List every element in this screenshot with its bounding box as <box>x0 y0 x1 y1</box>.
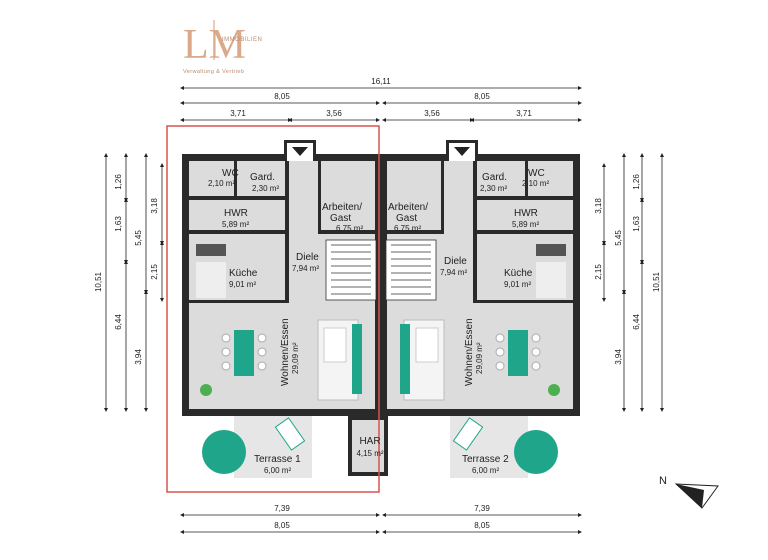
room-kueche-area: 9,01 m² <box>229 280 256 289</box>
room-wohnen-area-right: 29,09 m² <box>475 342 484 374</box>
room-arbeiten-name-1-right: Arbeiten/ <box>388 202 428 213</box>
dining-table-left <box>221 330 267 376</box>
dim-bottom-1-left: 7,39 <box>274 504 290 513</box>
dim-left-total: 10,51 <box>94 271 103 292</box>
dim-right-e: 2,15 <box>594 264 603 280</box>
compass-arrow-icon <box>674 483 719 509</box>
room-hwr-name: HWR <box>224 208 248 219</box>
room-terrasse1-name: Terrasse 1 <box>254 454 301 465</box>
dim-right-a: 1,26 <box>632 174 641 190</box>
dim-left-c: 5,45 <box>134 230 143 246</box>
stairs-left <box>325 239 377 301</box>
dim-left-e: 2,15 <box>150 264 159 280</box>
sofa-left <box>317 319 362 401</box>
room-diele-area-right: 7,94 m² <box>440 268 467 277</box>
room-labels-right: WC 2,10 m² Gard. 2,30 m² Arbeiten/ Gast … <box>388 168 549 475</box>
room-wc-name: WC <box>222 168 239 179</box>
room-arbeiten-area: 6,75 m² <box>336 224 363 233</box>
room-arbeiten-name-1: Arbeiten/ <box>322 202 362 213</box>
building <box>182 140 580 416</box>
logo-tagline: Verwaltung & Vertrieb <box>183 69 244 75</box>
plant-right <box>548 384 560 396</box>
room-wohnen-area: 29,09 m² <box>291 342 300 374</box>
dim-top-half-left: 8,05 <box>274 92 290 101</box>
room-gard-area: 2,30 m² <box>252 184 279 193</box>
room-wc-name-right: WC <box>528 168 545 179</box>
plant-left <box>200 384 212 396</box>
top-dimensions: 16,11 8,05 8,05 3,71 3,56 3,56 3,71 <box>180 77 582 122</box>
compass-label: N <box>659 475 667 487</box>
terrace-left <box>202 416 312 478</box>
room-gard-name-right: Gard. <box>482 172 507 183</box>
dim-top-seg-1: 3,71 <box>230 109 246 118</box>
dim-bottom-1-right: 7,39 <box>474 504 490 513</box>
room-kueche-name-right: Küche <box>504 268 533 279</box>
room-terrasse1-area: 6,00 m² <box>264 466 291 475</box>
room-hwr-area: 5,89 m² <box>222 220 249 229</box>
dim-top-half-right: 8,05 <box>474 92 490 101</box>
room-kueche-area-right: 9,01 m² <box>504 280 531 289</box>
room-gard-area-right: 2,30 m² <box>480 184 507 193</box>
sofa-right <box>400 319 445 401</box>
dim-right-total: 10,51 <box>652 271 661 292</box>
dim-top-total: 16,11 <box>371 77 391 86</box>
right-dimensions: 3,18 2,15 5,45 3,94 1,26 1,63 6,44 10,51 <box>594 153 664 412</box>
dining-table-right <box>495 330 541 376</box>
dim-left-a: 1,26 <box>114 174 123 190</box>
room-wohnen-name: Wohnen/Essen <box>280 318 291 386</box>
dim-right-g: 3,94 <box>614 349 623 365</box>
compass: N <box>659 475 719 509</box>
room-wc-area: 2,10 m² <box>208 179 235 188</box>
room-labels-left: WC 2,10 m² Gard. 2,30 m² Arbeiten/ Gast … <box>208 168 384 475</box>
unit-highlight-frame <box>166 125 380 493</box>
room-arbeiten-area-right: 6,75 m² <box>394 224 421 233</box>
logo: LM IMMOBILIEN Verwaltung & Vertrieb <box>183 20 262 75</box>
dim-left-f: 6,44 <box>114 314 123 330</box>
room-arbeiten-name-2-right: Gast <box>396 213 417 224</box>
room-diele-area: 7,94 m² <box>292 264 319 273</box>
dim-bottom-2-right: 8,05 <box>474 521 490 530</box>
room-har-area: 4,15 m² <box>356 449 383 458</box>
dim-right-c: 5,45 <box>614 230 623 246</box>
dim-right-b: 1,63 <box>632 216 641 232</box>
left-dimensions: 10,51 1,26 1,63 6,44 5,45 3,94 3,18 2,15 <box>94 153 164 412</box>
room-hwr-name-right: HWR <box>514 208 538 219</box>
dim-left-d: 3,18 <box>150 198 159 214</box>
room-gard-name: Gard. <box>250 172 275 183</box>
room-arbeiten-name-2: Gast <box>330 213 351 224</box>
terrace-right <box>450 416 558 478</box>
dim-top-seg-2: 3,56 <box>326 109 342 118</box>
logo-brand: IMMOBILIEN <box>222 37 262 43</box>
room-diele-name: Diele <box>296 252 319 263</box>
room-diele-name-right: Diele <box>444 256 467 267</box>
room-terrasse2-area: 6,00 m² <box>472 466 499 475</box>
room-kueche-name: Küche <box>229 268 258 279</box>
dim-left-g: 3,94 <box>134 349 143 365</box>
stairs-right <box>385 239 437 301</box>
dim-bottom-2-left: 8,05 <box>274 521 290 530</box>
room-hwr-area-right: 5,89 m² <box>512 220 539 229</box>
room-wc-area-right: 2,10 m² <box>522 179 549 188</box>
room-terrasse2-name: Terrasse 2 <box>462 454 509 465</box>
room-wohnen-name-right: Wohnen/Essen <box>464 318 475 386</box>
dim-right-d: 3,18 <box>594 198 603 214</box>
bottom-dimensions: 7,39 7,39 8,05 8,05 <box>180 504 582 534</box>
dim-top-seg-3: 3,56 <box>424 109 440 118</box>
dim-left-b: 1,63 <box>114 216 123 232</box>
dim-right-f: 6,44 <box>632 314 641 330</box>
room-har-name: HAR <box>359 436 380 447</box>
dim-top-seg-4: 3,71 <box>516 109 532 118</box>
